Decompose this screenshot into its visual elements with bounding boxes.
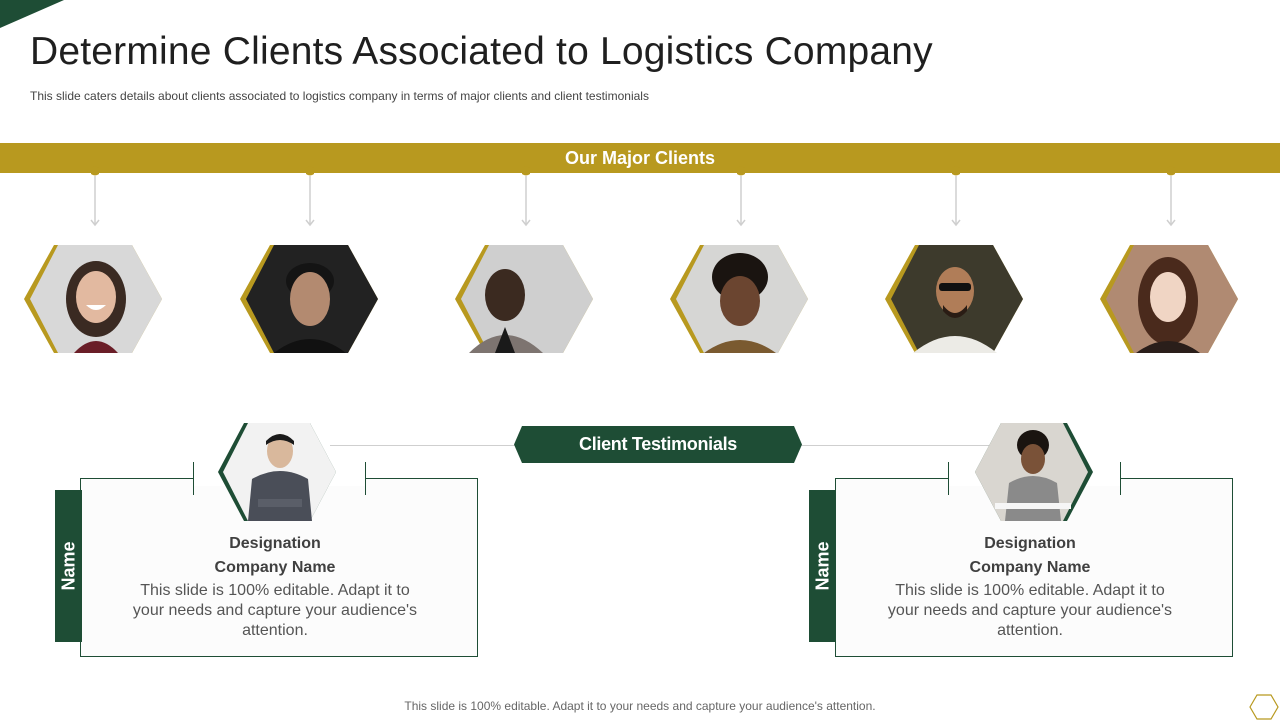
testimonial-description-1: This slide is 100% editable. Adapt it to… [132,582,418,639]
testimonial-name-label-1: Name [58,541,78,591]
client-photo-3 [455,245,593,353]
client-photo-1 [24,245,162,353]
footer-note: This slide is 100% editable. Adapt it to… [404,699,876,713]
testimonial-tick [365,462,366,495]
page-subtitle: This slide caters details about clients … [30,89,649,103]
testimonials-badge: Client Testimonials [514,426,802,463]
testimonial-description-2: This slide is 100% editable. Adapt it to… [887,582,1173,639]
client-connector-5 [951,166,961,227]
testimonial-company-2: Company Name [969,559,1091,576]
client-card-6 [1100,245,1238,353]
client-connector-4 [736,166,746,227]
testimonial-name-tab-1: Name [55,490,82,642]
client-photo-2 [240,245,378,353]
client-connector-3 [521,166,531,227]
testimonial-designation-2: Designation [984,535,1076,552]
testimonials-heading: Client Testimonials [579,434,737,454]
client-card-2 [240,245,378,353]
page-title: Determine Clients Associated to Logistic… [30,30,933,73]
major-clients-heading: Our Major Clients [564,147,716,168]
client-card-4 [670,245,808,353]
client-card-3 [455,245,593,353]
testimonial-name-tab-2: Name [809,490,836,642]
testimonial-company-1: Company Name [214,559,336,576]
client-connector-6 [1166,166,1176,227]
client-card-5 [885,245,1023,353]
client-photo-6 [1100,245,1238,353]
testimonial-tick [1120,462,1121,495]
testimonial-photo-1 [218,423,336,521]
client-card-1 [24,245,162,353]
client-photo-5 [885,245,1023,353]
major-clients-band: Our Major Clients [0,143,1280,173]
testimonial-designation-1: Designation [229,535,321,552]
client-connector-1 [90,166,100,227]
corner-hexagon-icon [1249,694,1279,720]
testimonial-text-1: Designation Company Name This slide is 1… [125,532,425,641]
testimonial-name-label-2: Name [812,541,832,591]
client-photo-4 [670,245,808,353]
client-connector-2 [305,166,315,227]
testimonial-photo-2 [975,423,1093,521]
testimonial-text-2: Designation Company Name This slide is 1… [880,532,1180,641]
corner-accent [0,0,64,28]
testimonial-tick [193,462,194,495]
testimonial-tick [948,462,949,495]
